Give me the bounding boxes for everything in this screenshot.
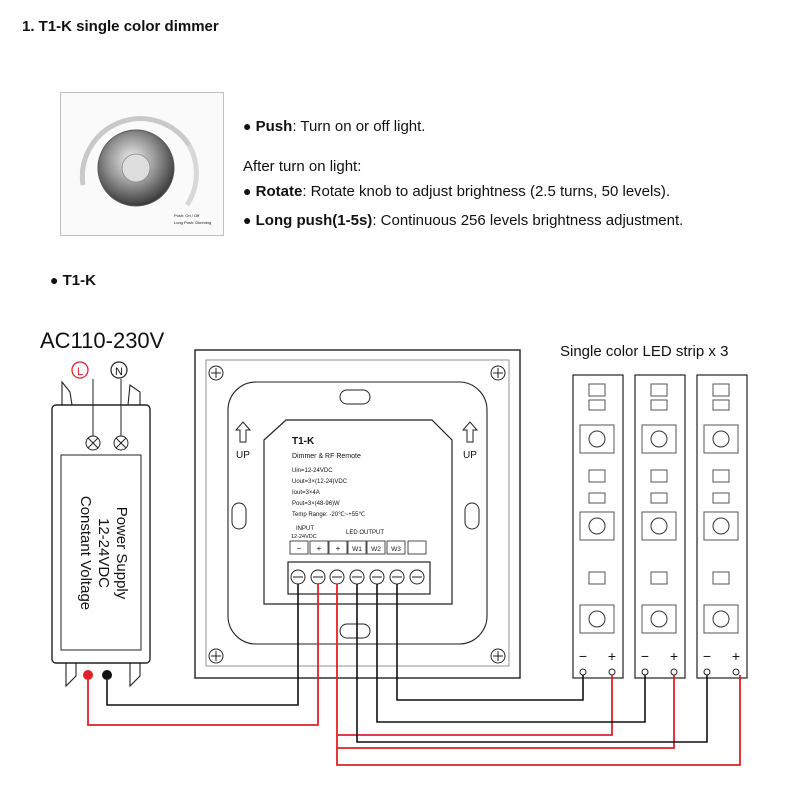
feature-push-label: Push	[255, 118, 293, 135]
controller-spec: Temp Range: -20℃~+55℃	[292, 511, 365, 518]
power-supply: Power Supply 12-24VDC Constant Voltage L…	[51, 361, 151, 688]
terminal-w2: W2	[371, 546, 381, 553]
knob-illustration: Push: On / Off Long Push: Dimming	[79, 116, 211, 225]
feature-longpush-text: : Continuous 256 levels brightness adjus…	[372, 212, 684, 229]
strip-plus: +	[732, 648, 740, 664]
strip-title: Single color LED strip x 3	[560, 343, 729, 360]
up-arrow-icon: UP	[234, 421, 252, 461]
terminal-w3: W3	[391, 546, 401, 553]
led-strip-3: − +	[696, 374, 748, 679]
bullet-icon: ●	[243, 212, 252, 228]
feature-rotate-label: Rotate	[255, 183, 303, 200]
input-voltage: 12-24VDC	[291, 534, 317, 540]
controller-spec: Uout=3×(12-24)VDC	[292, 479, 348, 485]
dc-negative-terminal	[102, 670, 112, 680]
ac-terminal-n	[113, 435, 129, 451]
screw-icon	[490, 648, 506, 664]
strip-minus: −	[641, 648, 649, 664]
neutral-terminal-marker	[110, 361, 128, 379]
photo-caption-1: Push: On / Off	[174, 213, 200, 218]
feature-push-text: : Turn on or off light.	[292, 118, 426, 135]
terminal-screws	[290, 569, 425, 585]
terminal-label-row: − + + W1 W2 W3	[289, 540, 427, 555]
screw-icon	[208, 648, 224, 664]
feature-longpush-label: Long push(1-5s)	[255, 212, 373, 229]
bullet-icon: ●	[50, 272, 59, 288]
screw-icon	[490, 365, 506, 381]
controller-model: T1-K	[292, 436, 315, 447]
wire-out-positive-strip2	[337, 675, 675, 749]
section-label: ● T1-K	[50, 272, 96, 289]
controller-backplate: UP UP T1-K Dimmer & RF Remote Uin=12-24V…	[194, 349, 521, 679]
ps-line-2: 12-24VDC	[95, 518, 112, 588]
wire-out-positive-strip3	[336, 584, 741, 766]
strip-plus: +	[608, 648, 616, 664]
feature-after: After turn on light:	[243, 158, 362, 175]
wire-out-positive-strip1	[337, 675, 613, 736]
up-arrow-icon: UP	[461, 421, 479, 461]
ac-terminal-l	[85, 435, 101, 451]
terminal-out-pos: +	[336, 544, 341, 553]
terminal-w1: W1	[352, 546, 362, 553]
controller-subtitle: Dimmer & RF Remote	[292, 453, 361, 460]
wire-w3	[396, 584, 584, 701]
terminal-n-label: N	[115, 366, 123, 378]
wire-ps-positive	[87, 584, 319, 726]
ps-line-3: Constant Voltage	[77, 496, 94, 610]
knob-panel-photo: Push: On / Off Long Push: Dimming	[60, 92, 224, 236]
dc-positive-terminal	[83, 670, 93, 680]
controller-module	[263, 419, 453, 605]
ac-voltage-label: AC110-230V	[40, 328, 165, 353]
up-mark-left: UP	[236, 450, 250, 461]
strip-plus: +	[670, 648, 678, 664]
terminal-neg: −	[297, 544, 302, 553]
ps-line-1: Power Supply	[113, 507, 130, 600]
wire-w2	[376, 584, 646, 723]
led-strip-2: − +	[634, 374, 686, 679]
output-label: LED OUTPUT	[346, 530, 384, 536]
bullet-icon: ●	[243, 118, 252, 134]
photo-caption-2: Long Push: Dimming	[174, 220, 211, 225]
feature-rotate-text: : Rotate knob to adjust brightness (2.5 …	[302, 183, 671, 200]
wire-w1	[356, 584, 708, 743]
page-title: 1. T1-K single color dimmer	[22, 18, 219, 35]
input-label: INPUT	[296, 526, 314, 532]
strip-minus: −	[579, 648, 587, 664]
controller-spec: Iout=3×4A	[292, 490, 320, 496]
terminal-l-label: L	[77, 366, 83, 378]
controller-spec: Pout=3×(48-96)W	[292, 501, 340, 507]
feature-longpush: ● Long push(1-5s): Continuous 256 levels…	[243, 212, 683, 229]
controller-spec: Uin=12-24VDC	[292, 468, 333, 474]
feature-rotate: ● Rotate: Rotate knob to adjust brightne…	[243, 183, 670, 200]
led-strip-1: − +	[572, 374, 624, 679]
line-terminal-marker	[71, 361, 89, 379]
terminal-pos: +	[317, 544, 322, 553]
strip-minus: −	[703, 648, 711, 664]
screw-icon	[208, 365, 224, 381]
wire-ps-negative	[106, 584, 299, 706]
up-mark-right: UP	[463, 450, 477, 461]
feature-push: ● Push: Turn on or off light.	[243, 118, 425, 135]
bullet-icon: ●	[243, 183, 252, 199]
section-label-text: T1-K	[62, 272, 96, 289]
